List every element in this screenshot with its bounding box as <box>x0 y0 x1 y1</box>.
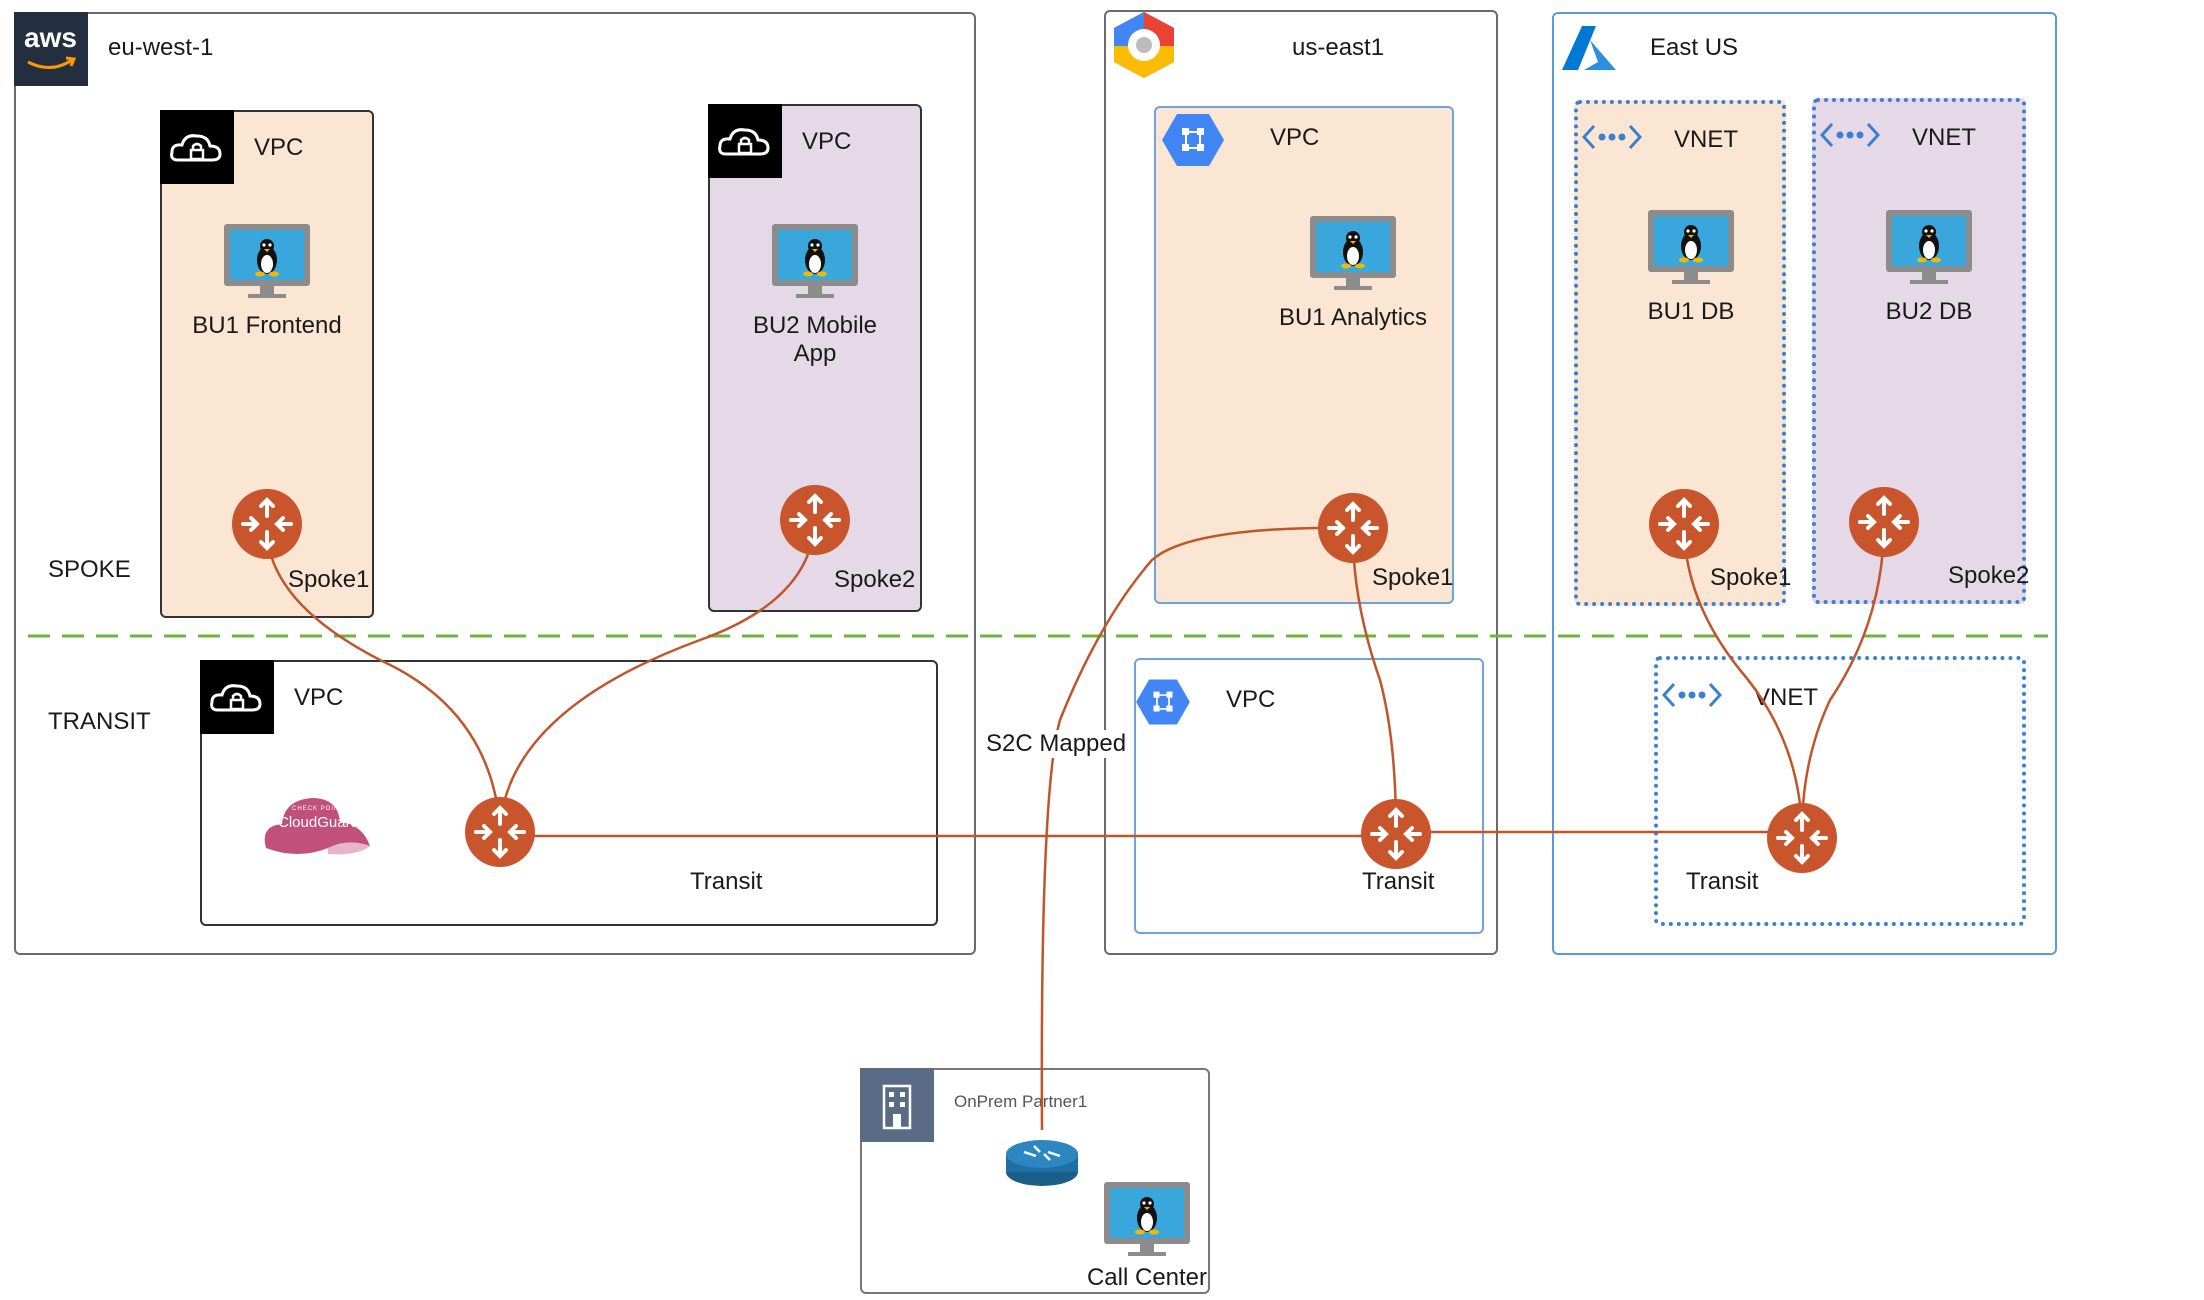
router-icon <box>1006 1140 1078 1186</box>
gcp-spoke1-vpc <box>1154 106 1454 604</box>
azure-spoke1-vnet-label: VNET <box>1674 126 1739 153</box>
azure-spoke2-vm-label: BU2 DB <box>1885 298 1973 325</box>
vpc-cloud-lock-icon <box>200 660 274 734</box>
aws-region-label: eu-west-1 <box>108 34 214 61</box>
gcp-transit-vpc-label: VPC <box>1226 686 1276 713</box>
gcp-transit-gateway-label: Transit <box>1362 868 1435 895</box>
azure-spoke2-gateway-label: Spoke2 <box>1948 562 2030 589</box>
azure-spoke2-vnet-label: VNET <box>1912 124 1977 151</box>
aws-logo-icon: aws <box>14 12 88 86</box>
azure-region-label: East US <box>1650 34 1739 61</box>
gateway-icon[interactable] <box>231 488 303 560</box>
aws-transit-gateway-label: Transit <box>690 868 763 895</box>
linux-vm-icon <box>1648 210 1734 284</box>
gateway-icon[interactable] <box>1360 798 1432 870</box>
linux-vm-icon <box>224 224 310 298</box>
gateway-icon[interactable] <box>464 796 536 868</box>
onprem-name-label: OnPrem Partner1 <box>954 1092 1088 1111</box>
aws-spoke2-vpc-label: VPC <box>802 128 852 155</box>
gateway-icon[interactable] <box>779 484 851 556</box>
gcp-vpc-hexagon-icon <box>1136 679 1190 725</box>
linux-vm-icon <box>1104 1182 1190 1256</box>
gcp-spoke1-vm-label: BU1 Analytics <box>1278 304 1428 331</box>
azure-transit-gateway-label: Transit <box>1686 868 1759 895</box>
azure-spoke1-vm-label: BU1 DB <box>1647 298 1735 325</box>
tier-transit-label: TRANSIT <box>48 708 151 735</box>
azure-logo-icon <box>1562 26 1616 70</box>
s2c-mapped-label: S2C Mapped <box>986 730 1127 758</box>
gcp-logo-icon <box>1114 12 1174 78</box>
cloudguard-logo-icon: CHECK POINT CloudGuard <box>258 786 374 866</box>
gcp-spoke1-vpc-label: VPC <box>1270 124 1320 151</box>
vnet-icon <box>1662 682 1722 708</box>
building-icon <box>860 1068 934 1142</box>
vnet-icon <box>1582 124 1642 150</box>
vpc-cloud-lock-icon <box>160 110 234 184</box>
gateway-icon[interactable] <box>1848 486 1920 558</box>
azure-transit-vnet-label: VNET <box>1754 684 1819 711</box>
gateway-icon[interactable] <box>1766 802 1838 874</box>
azure-spoke2-vnet <box>1812 98 2026 604</box>
aws-spoke1-gateway-label: Spoke1 <box>288 566 370 593</box>
vpc-cloud-lock-icon <box>708 104 782 178</box>
linux-vm-icon <box>1886 210 1972 284</box>
gcp-vpc-hexagon-icon <box>1162 114 1224 166</box>
gateway-icon[interactable] <box>1648 488 1720 560</box>
gcp-region-label: us-east1 <box>1292 34 1385 61</box>
linux-vm-icon <box>772 224 858 298</box>
linux-vm-icon <box>1310 216 1396 290</box>
vnet-icon <box>1820 122 1880 148</box>
aws-transit-vpc-label: VPC <box>294 684 344 711</box>
tier-spoke-label: SPOKE <box>48 556 131 583</box>
aws-spoke1-vpc-label: VPC <box>254 134 304 161</box>
azure-spoke1-gateway-label: Spoke1 <box>1710 564 1792 591</box>
onprem-vm-label: Call Center <box>1086 1264 1208 1291</box>
gateway-icon[interactable] <box>1317 492 1389 564</box>
aws-spoke2-vm-label-line2: App <box>793 340 837 367</box>
gcp-spoke1-gateway-label: Spoke1 <box>1372 564 1454 591</box>
aws-spoke2-vm-label-line1: BU2 Mobile <box>752 312 878 339</box>
aws-spoke1-vm-label: BU1 Frontend <box>192 312 342 339</box>
aws-spoke2-gateway-label: Spoke2 <box>834 566 916 593</box>
